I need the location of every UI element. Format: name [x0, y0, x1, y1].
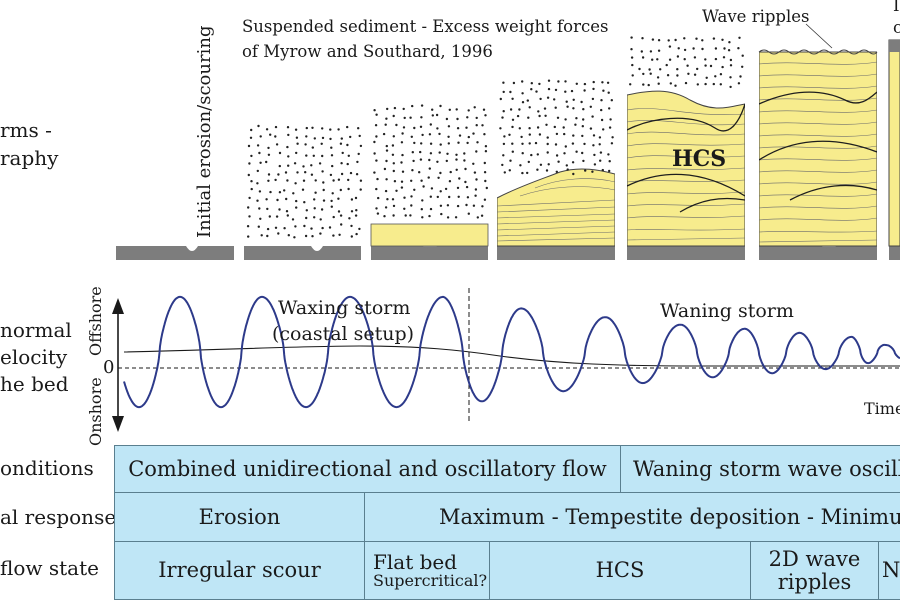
base-bar-1 [116, 246, 234, 260]
conditions-cell-combined: Combined unidirectional and oscillatory … [114, 445, 621, 493]
hcs-label: HCS [672, 146, 727, 172]
waning-storm-label: Waning storm [660, 300, 794, 322]
response-cell-deposition: Maximum - Tempestite deposition - Minimu… [364, 492, 900, 542]
axis-onshore-label: Onshore [86, 377, 105, 446]
mean-current-curve [123, 345, 900, 367]
base-bar-7 [889, 246, 900, 260]
edge-fragment-1: I [893, 0, 900, 15]
response-cell-erosion: Erosion [114, 492, 365, 542]
bedform-row-label-line2: raphy [0, 146, 59, 170]
wave-ripples-leader [805, 23, 833, 49]
base-bar-2 [244, 246, 361, 260]
table-row-label-conditions: onditions [0, 456, 94, 480]
scour-notch-1 [186, 246, 198, 251]
flow-state-cell-hcs: HCS [489, 541, 751, 600]
scour-notch-2 [311, 246, 323, 251]
conditions-cell-waning: Waning storm wave oscilla [620, 445, 900, 493]
hcs-deposit [627, 90, 745, 247]
axis-offshore-label: Offshore [86, 286, 105, 356]
flow-state-cell-scour: Irregular scour [114, 541, 365, 600]
flow-state-cell-flat-bed: Flat bed Supercritical? [364, 541, 490, 600]
velocity-row-label-line1: normal [0, 318, 72, 342]
waxing-storm-label-line1: Waxing storm [278, 297, 411, 319]
base-bar-6 [759, 246, 877, 260]
edge-fragment-2: c [893, 18, 900, 37]
bedform-row-label-line1: rms - [0, 118, 52, 142]
base-bar-5 [627, 246, 745, 260]
suspended-sediment-title-line2: of Myrow and Southard, 1996 [242, 42, 493, 61]
axis-arrow-up [112, 298, 124, 314]
oscillatory-velocity-wave [123, 295, 900, 409]
wave-ripple-surface [758, 49, 878, 55]
suspended-sediment-title-line1: Suspended sediment - Excess weight force… [242, 17, 609, 36]
waxing-storm-label-line2: (coastal setup) [272, 323, 415, 345]
table-row-label-response: al response [0, 505, 117, 529]
flow-state-cell-partial: N [878, 541, 900, 600]
base-bar-4 [497, 246, 615, 260]
hcs-ripple-deposit [759, 51, 877, 247]
zero-label: 0 [103, 357, 115, 378]
velocity-row-label-line3: he bed [0, 372, 69, 396]
hummock-deposit-small [497, 168, 615, 247]
wave-ripples-label: Wave ripples [702, 7, 810, 26]
suspended-sediment-dots [246, 36, 744, 239]
velocity-row-label-line2: elocity [0, 345, 68, 369]
flow-state-cell-ripples: 2D wave ripples [750, 541, 879, 600]
table-row-label-flow-state: flow state [0, 556, 99, 580]
time-label: Time [864, 399, 900, 418]
axis-arrow-down [112, 416, 124, 432]
base-bar-3 [371, 246, 488, 260]
